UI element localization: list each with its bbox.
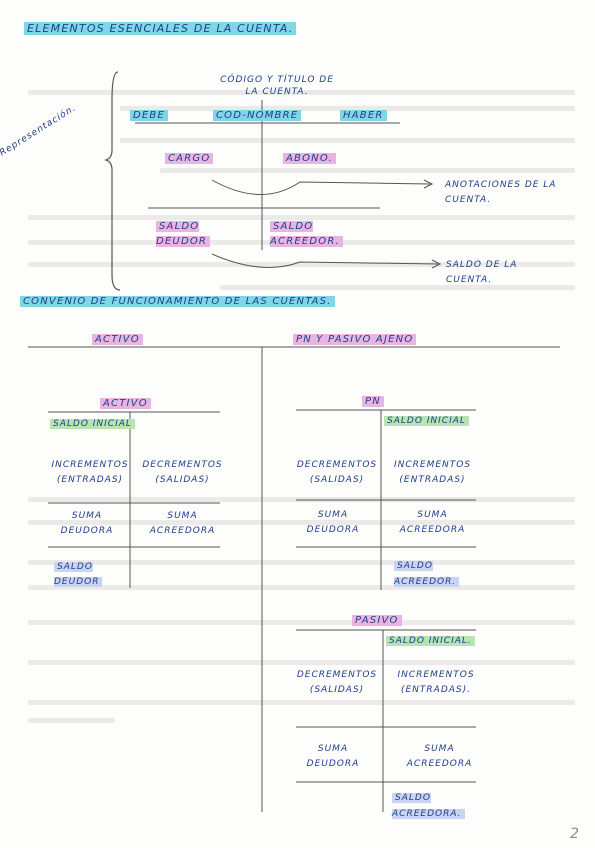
abono-label: ABONO. [283,153,336,164]
pasivo-suma-deudora: SUMA DEUDORA [306,744,360,769]
activo-decrementos: DECREMENTOS (SALIDAS) [142,460,223,485]
saldo-deudor-label: SALDO DEUDOR [156,219,236,249]
header-pn-pasivo: PN Y PASIVO AJENO [293,334,417,345]
bleed-line [28,520,575,525]
activo-title: ACTIVO [100,398,151,409]
cod-nombre-label: COD-NOMBRE [213,110,302,121]
activo-incrementos: INCREMENTOS (ENTRADAS) [51,460,129,485]
section-title-convenio: CONVENIO DE FUNCIONAMIENTO DE LAS CUENTA… [20,296,335,307]
pn-suma-acreedora: SUMA ACREEDORA [399,510,466,535]
pn-saldo-inicial: SALDO INICIAL [384,416,469,426]
pn-decrementos: DECREMENTOS (SALIDAS) [296,460,378,485]
page-number: 2 [570,826,579,842]
pasivo-saldo-inicial: SALDO INICIAL. [386,636,475,646]
pasivo-saldo: SALDO ACREEDORA. [392,790,482,822]
saldo-acreedor-label: SALDO ACREEDOR. [270,219,380,249]
cargo-label: CARGO [165,153,214,164]
anotaciones-note: ANOTACIONES DE LA CUENTA. [445,180,557,205]
pasivo-suma-acreedora: SUMA ACREEDORA [406,744,473,769]
bleed-line [28,660,575,665]
pn-suma-deudora: SUMA DEUDORA [306,510,360,535]
pn-title: PN [362,396,384,407]
header-activo: ACTIVO [92,334,143,345]
bleed-line [220,285,575,290]
activo-saldo: SALDO DEUDOR [54,560,114,590]
bleed-line [28,700,575,705]
activo-saldo-inicial: SALDO INICIAL [50,419,135,429]
pasivo-decrementos: DECREMENTOS (SALIDAS) [296,670,378,695]
bleed-line [28,262,575,267]
pasivo-incrementos: INCREMENTOS (ENTRADAS). [397,670,475,695]
saldo-cuenta-note: SALDO DE LA CUENTA. [446,260,518,285]
activo-suma-acreedora: SUMA ACREEDORA [149,511,216,536]
pn-incrementos: INCREMENTOS (ENTRADAS) [393,460,472,485]
bleed-line [28,90,575,95]
activo-suma-deudora: SUMA DEUDORA [60,511,114,536]
code-title-note: CÓDIGO Y TÍTULO DE LA CUENTA. [220,75,334,97]
haber-label: HABER [340,110,387,121]
bleed-line [28,560,575,565]
bleed-line [28,215,575,220]
bleed-line [28,718,115,723]
bleed-line [120,106,575,111]
bleed-line [28,620,575,625]
debe-label: DEBE [130,110,168,121]
bleed-line [120,138,575,143]
pasivo-title: PASIVO [352,615,402,626]
page-title: ELEMENTOS ESENCIALES DE LA CUENTA. [24,22,297,35]
bleed-line [160,168,575,173]
bleed-line [28,585,575,590]
pn-saldo: SALDO ACREEDOR. [394,558,474,590]
